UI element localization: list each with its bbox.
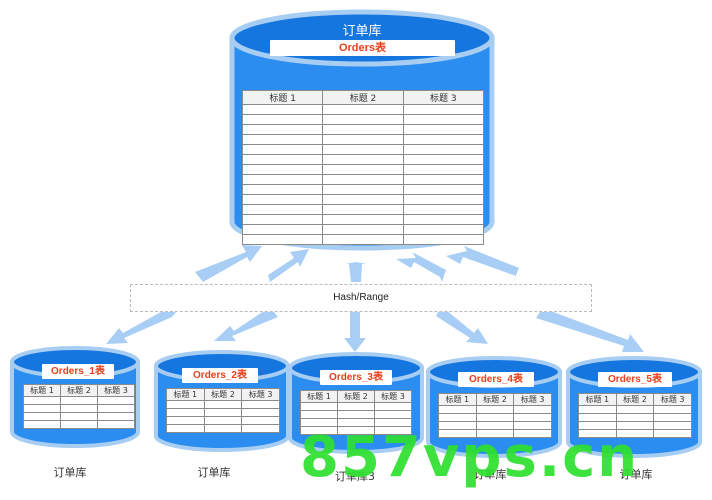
table-row <box>241 164 485 175</box>
shard-5-col-2: 标题 2 <box>615 393 655 406</box>
table-row <box>241 154 485 165</box>
table-row <box>23 420 135 429</box>
shard-3-table-label: Orders_3表 <box>320 370 392 385</box>
shard-2-col-3: 标题 3 <box>241 388 280 401</box>
table-row: 标题 1 标题 2 标题 3 <box>23 384 135 397</box>
table-row <box>241 114 485 125</box>
table-row <box>300 402 412 411</box>
table-row <box>241 224 485 235</box>
main-col-2: 标题 2 <box>322 90 404 105</box>
table-row <box>241 104 485 115</box>
table-row <box>241 194 485 205</box>
table-row <box>241 184 485 195</box>
shard-3-col-1: 标题 1 <box>300 390 338 403</box>
shard-1-col-3: 标题 3 <box>97 384 135 397</box>
table-row <box>166 400 280 409</box>
table-row: 标题 1 标题 2 标题 3 <box>300 390 412 403</box>
shard-1-col-1: 标题 1 <box>23 384 61 397</box>
table-row <box>241 204 485 215</box>
shard-3-col-3: 标题 3 <box>374 390 412 403</box>
table-row <box>438 429 552 438</box>
table-row <box>300 426 412 435</box>
shard-5-table-label: Orders_5表 <box>598 372 672 387</box>
table-row <box>578 429 692 438</box>
table-row <box>166 408 280 417</box>
table-row <box>241 134 485 145</box>
hash-range-router: Hash/Range <box>130 284 592 312</box>
shard-5-col-1: 标题 1 <box>578 393 617 406</box>
table-row <box>241 144 485 155</box>
shard-2-col-2: 标题 2 <box>203 388 243 401</box>
shard-2-col-1: 标题 1 <box>166 388 205 401</box>
shard-4-db-label: 订单库 <box>473 468 507 481</box>
main-db-title: 订单库 <box>342 24 382 39</box>
shard-4-col-3: 标题 3 <box>513 393 552 406</box>
table-row <box>23 396 135 405</box>
shard-1-table-grid: 标题 1 标题 2 标题 3 <box>23 384 135 429</box>
shard-5-col-3: 标题 3 <box>653 393 692 406</box>
table-row <box>241 234 485 245</box>
table-row: 标题 1 标题 2 标题 3 <box>578 393 692 406</box>
watermark: 857vps.cn <box>300 425 640 490</box>
shard-2-table-label: Orders_2表 <box>182 368 258 383</box>
table-row <box>241 124 485 135</box>
upper-arrows <box>195 245 519 282</box>
table-row <box>241 214 485 225</box>
table-row <box>166 424 280 433</box>
table-row <box>166 416 280 425</box>
shard-1-db-label: 订单库 <box>53 466 87 479</box>
shard-3-db-label: 订单库3 <box>335 470 375 483</box>
lower-arrows <box>106 307 644 352</box>
shard-3-table-grid: 标题 1 标题 2 标题 3 <box>300 390 412 435</box>
shard-1-col-2: 标题 2 <box>60 384 98 397</box>
shard-4-table-label: Orders_4表 <box>458 372 534 387</box>
shard-1-table-label: Orders_1表 <box>42 364 114 379</box>
main-col-3: 标题 3 <box>402 90 485 105</box>
table-row <box>438 405 552 414</box>
main-col-1: 标题 1 <box>241 90 324 105</box>
table-row <box>578 405 692 414</box>
shard-2-db-label: 订单库 <box>197 466 231 479</box>
shard-2-table-grid: 标题 1 标题 2 标题 3 <box>166 388 280 433</box>
table-row <box>241 174 485 185</box>
shard-4-table-grid: 标题 1 标题 2 标题 3 <box>438 393 552 438</box>
shard-4-col-2: 标题 2 <box>475 393 515 406</box>
shard-4-col-1: 标题 1 <box>438 393 477 406</box>
main-table-label: Orders表 <box>270 40 455 56</box>
table-row: 标题 1 标题 2 标题 3 <box>438 393 552 406</box>
shard-5-table-grid: 标题 1 标题 2 标题 3 <box>578 393 692 438</box>
table-row <box>23 404 135 413</box>
table-row: 标题 1 标题 2 标题 3 <box>166 388 280 401</box>
shard-5-db-label: 订单库 <box>619 468 653 481</box>
main-table-header-row: 标题 1 标题 2 标题 3 <box>241 90 485 105</box>
main-table-grid: 标题 1 标题 2 标题 3 <box>241 90 485 245</box>
table-row <box>23 412 135 421</box>
shard-3-col-2: 标题 2 <box>337 390 375 403</box>
